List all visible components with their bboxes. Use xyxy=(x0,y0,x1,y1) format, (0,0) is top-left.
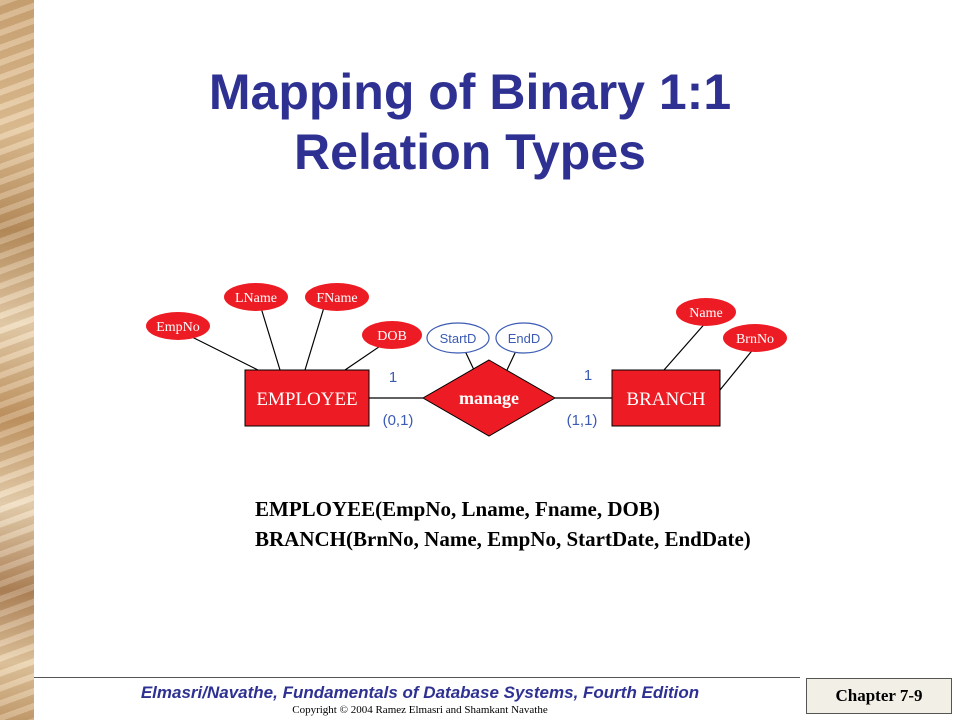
attr-endd: EndD xyxy=(495,322,553,354)
attr-fname-label: FName xyxy=(316,291,357,306)
attr-startd: StartD xyxy=(426,322,490,354)
attr-dob: DOB xyxy=(362,321,422,349)
cardinality-left: 1 xyxy=(389,369,397,386)
schema-branch: BRANCH(BrnNo, Name, EmpNo, StartDate, En… xyxy=(255,527,751,551)
entity-branch: BRANCH xyxy=(611,369,721,427)
attr-lname-label: LName xyxy=(235,291,277,306)
footer-divider xyxy=(34,677,800,678)
attr-brnno-label: BrnNo xyxy=(736,332,774,347)
relational-schema: EMPLOYEE(EmpNo, Lname, Fname, DOB) BRANC… xyxy=(255,494,751,554)
title-line-2: Relation Types xyxy=(294,124,646,180)
attr-lname: LName xyxy=(224,283,288,311)
attr-brnno: BrnNo xyxy=(723,324,787,352)
chapter-label: Chapter 7-9 xyxy=(806,678,952,714)
cardinality-right: 1 xyxy=(584,367,592,384)
attr-startd-label: StartD xyxy=(440,331,477,346)
schema-employee: EMPLOYEE(EmpNo, Lname, Fname, DOB) xyxy=(255,497,660,521)
entity-branch-label: BRANCH xyxy=(626,389,705,410)
attr-endd-label: EndD xyxy=(508,331,541,346)
relationship-manage: manage xyxy=(421,359,557,437)
title-line-1: Mapping of Binary 1:1 xyxy=(208,64,732,120)
decorative-sidebar-image xyxy=(0,0,34,720)
attr-name-label: Name xyxy=(689,306,722,321)
constraint-left: (0,1) xyxy=(383,412,414,429)
line-brnno xyxy=(719,346,756,391)
attr-empno-label: EmpNo xyxy=(156,320,200,335)
entity-employee-label: EMPLOYEE xyxy=(256,389,357,410)
footer-copyright: Copyright © 2004 Ramez Elmasri and Shamk… xyxy=(292,704,548,716)
slide-title: Mapping of Binary 1:1 Relation Types xyxy=(40,62,900,182)
attr-empno: EmpNo xyxy=(146,312,210,340)
relationship-manage-label: manage xyxy=(459,388,519,408)
attr-fname: FName xyxy=(305,283,369,311)
line-name xyxy=(663,319,709,371)
attr-dob-label: DOB xyxy=(377,329,407,344)
line-fname xyxy=(304,303,326,371)
footer-book-title: Elmasri/Navathe, Fundamentals of Databas… xyxy=(140,683,700,702)
attr-name: Name xyxy=(676,298,736,326)
constraint-right: (1,1) xyxy=(567,412,598,429)
entity-employee: EMPLOYEE xyxy=(244,369,370,427)
